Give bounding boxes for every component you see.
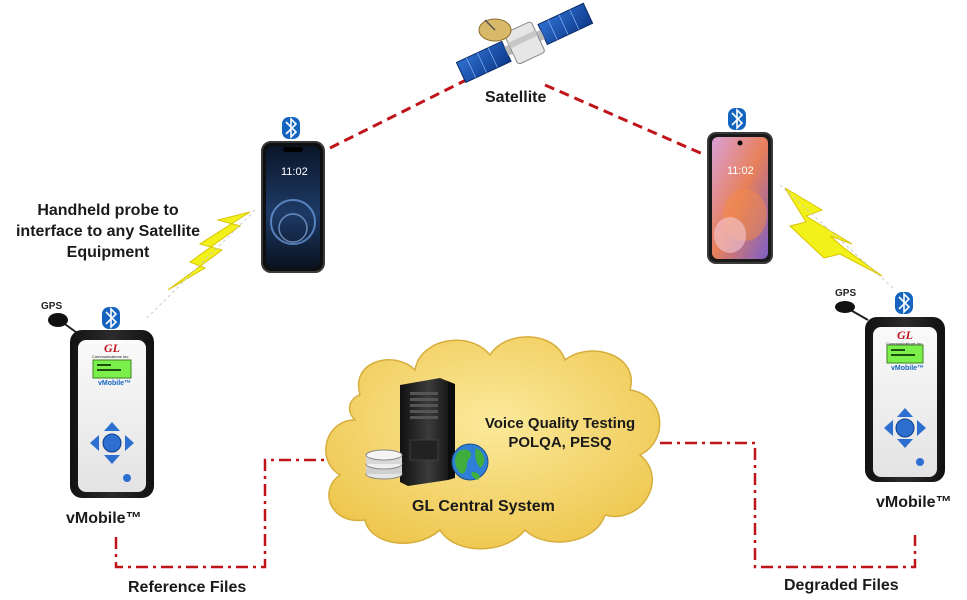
bluetooth-icon-phone-left	[282, 117, 300, 139]
gps-label-left: GPS	[41, 301, 63, 312]
reference-files-path	[114, 458, 345, 569]
lightning-bolt-left	[167, 211, 251, 291]
handheld-probe-caption: Handheld probe to interface to any Satel…	[0, 200, 216, 263]
link-phone-left-satellite	[329, 76, 471, 150]
voice-quality-line-2: POLQA, PESQ	[508, 434, 612, 451]
vmobile-device-right	[835, 301, 945, 482]
vmobile-left-screen-label: vMobile™	[98, 380, 132, 387]
lightning-bolt-right	[784, 187, 883, 277]
globe-icon	[451, 443, 489, 481]
server-icon	[400, 378, 455, 486]
database-icon	[365, 449, 403, 480]
degraded-files-path	[660, 441, 917, 569]
phone-left-clock: 11:02	[281, 166, 308, 178]
satellite-label: Satellite	[485, 89, 547, 106]
vmobile-left-label: vMobile™	[66, 510, 142, 527]
link-satellite-phone-right	[544, 83, 706, 157]
vmobile-left-subbrand: Communications Inc.	[92, 354, 130, 359]
vmobile-right-label: vMobile™	[876, 494, 952, 511]
handheld-probe-line-1: Handheld probe to	[37, 202, 179, 219]
bluetooth-icon-phone-right	[728, 108, 746, 130]
satellite-icon	[455, 2, 594, 84]
voice-quality-line-1: Voice Quality Testing	[484, 415, 636, 432]
vmobile-right-brand: GL	[897, 328, 913, 342]
bluetooth-icon-vmobile-right	[895, 292, 913, 314]
phone-right	[707, 132, 773, 264]
phone-left	[261, 141, 325, 273]
bluetooth-icon-vmobile-left	[102, 307, 120, 329]
phone-right-clock: 11:02	[727, 165, 754, 177]
handheld-probe-line-2: interface to any Satellite	[15, 223, 201, 240]
handheld-probe-line-3: Equipment	[66, 244, 150, 261]
vmobile-left-brand: GL	[104, 341, 120, 355]
gps-label-right: GPS	[835, 288, 857, 299]
reference-files-label: Reference Files	[128, 579, 247, 596]
vmobile-right-screen-label: vMobile™	[891, 365, 925, 372]
voice-quality-label: Voice Quality Testing POLQA, PESQ	[470, 414, 650, 452]
degraded-files-label: Degraded Files	[784, 577, 899, 594]
vmobile-right-subbrand: Communications Inc.	[886, 341, 924, 346]
vmobile-device-left	[48, 313, 154, 498]
central-system-label: GL Central System	[412, 498, 555, 515]
